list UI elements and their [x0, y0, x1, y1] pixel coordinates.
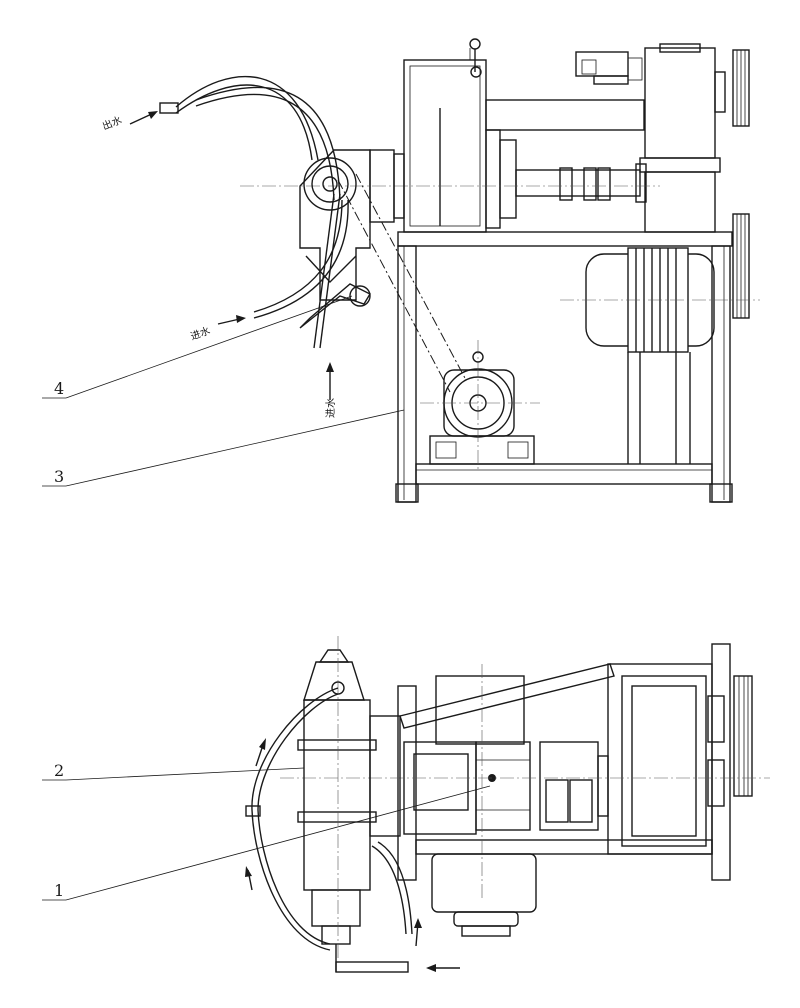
plan-motor [431, 853, 537, 937]
water-in-label-b: 进水 [325, 398, 337, 418]
main-housing [403, 38, 645, 233]
base-frame [395, 231, 733, 503]
label-3: 3 [54, 467, 64, 486]
label-2: 2 [54, 761, 64, 780]
flow-arrows [129, 111, 334, 400]
gearbox [575, 43, 726, 233]
label-1: 1 [54, 881, 64, 900]
roller-head [299, 149, 405, 301]
plan-roller [297, 636, 401, 960]
belt-motor [560, 247, 760, 464]
water-out-label: 出水 [100, 113, 123, 133]
side-elevation-view: 出水 进水 进水 4 3 [42, 38, 760, 503]
pump-motor [420, 340, 540, 470]
water-hoses [159, 76, 371, 349]
label-4: 4 [54, 379, 64, 398]
drive-shaft [240, 139, 660, 219]
plan-arrows [245, 738, 460, 972]
water-in-label-a: 进水 [189, 325, 212, 343]
plan-housing [280, 664, 770, 900]
plan-view: 2 1 [42, 636, 770, 973]
plan-frame [397, 643, 731, 881]
plan-hoses [245, 687, 413, 973]
drive-pulley [732, 49, 750, 319]
plan-pulley [707, 675, 753, 807]
